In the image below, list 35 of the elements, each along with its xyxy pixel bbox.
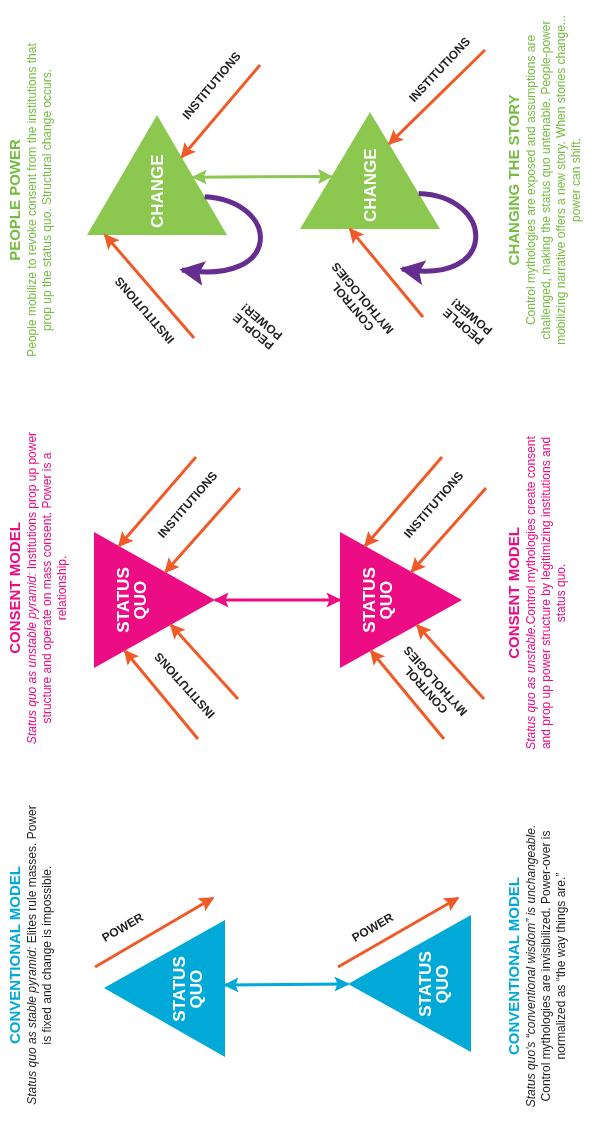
pyramid-label: STATUS QUO: [115, 566, 149, 635]
heading: CONVENTIONAL MODEL: [6, 864, 23, 1047]
arrow: [213, 592, 342, 608]
arrow: [123, 649, 200, 740]
pyramid-label: STATUS QUO: [361, 566, 395, 635]
arrow: [348, 227, 425, 318]
heading: CHANGING THE STORY: [505, 93, 522, 268]
description: Status quo as unstable.Control mythologies create consent and prop up power structure by legitimizing institutions and status quo.: [524, 435, 569, 752]
arrow: [223, 976, 350, 993]
arrow: [180, 64, 262, 159]
description: People mobilize to revoke consent from the institutions that prop up the status quo. Structural change occurs.: [25, 42, 55, 359]
arrow: [191, 169, 333, 185]
arrow: [410, 487, 488, 573]
arrow: [369, 649, 446, 740]
arrow: [117, 456, 198, 548]
pyramid-label: STATUS QUO: [171, 955, 205, 1024]
arrow: [415, 623, 486, 700]
triangle-shape: [348, 915, 471, 1052]
arrow: [103, 233, 196, 339]
description: Status quo's “conventional wisdom” is unchangeable. Control mythologies are invisibilized. Power-over is normalized as “the way things are.”: [524, 823, 569, 1110]
arrow: [363, 456, 444, 548]
arrow: [169, 623, 240, 700]
heading: CONSENT MODEL: [6, 521, 23, 656]
description: Status quo as stable pyramid: Elites rule masses. Power is fixed and change is impossible.: [25, 805, 55, 1105]
arrow: [399, 190, 479, 284]
heading: CONSENT MODEL: [505, 526, 522, 661]
arrow: [164, 487, 242, 574]
description: Status quo as unstable pyramid: Institutions prop up power structure and operate on mass consent. Power is a relationship.: [25, 430, 70, 747]
arrow: [388, 48, 487, 145]
pyramid-label: STATUS QUO: [417, 950, 451, 1019]
description: Control mythologies are exposed and assumptions are challenged, making the status quo untenable. People-power mobilizing narrative offers a new story. When stories change... power can shift.: [524, 14, 584, 347]
arrow: [179, 194, 263, 285]
heading: PEOPLE POWER: [6, 138, 23, 263]
heading: CONVENTIONAL MODEL: [505, 875, 522, 1058]
triangle-shape: [300, 112, 440, 229]
